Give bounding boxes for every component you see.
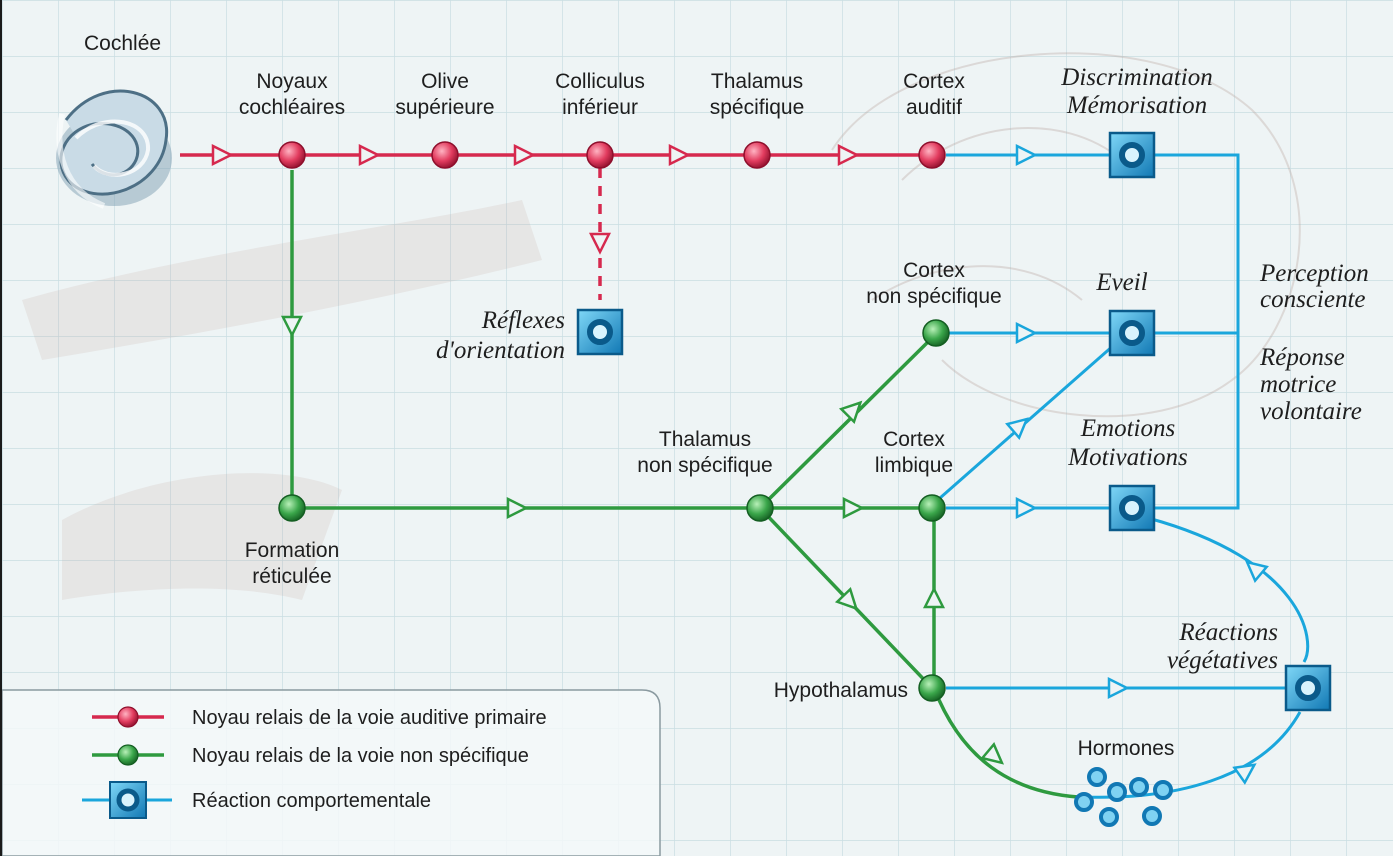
label-cortex-non-specifique-1: Cortex <box>903 259 965 282</box>
faint-background-shape <box>22 200 542 600</box>
label-perception-2: consciente <box>1260 286 1366 313</box>
label-thalamus-specifique-1: Thalamus <box>711 70 803 93</box>
label-cortex-limbique-2: limbique <box>875 454 953 477</box>
legend: Noyau relais de la voie auditive primair… <box>2 689 661 856</box>
label-formation-1: Formation <box>245 539 340 562</box>
arrow-red-4 <box>668 143 691 167</box>
label-hypothalamus: Hypothalamus <box>774 679 908 702</box>
label-olive-1: Olive <box>421 70 469 93</box>
legend-item-primary: Noyau relais de la voie auditive primair… <box>92 706 547 729</box>
relay-nodes <box>278 131 1332 712</box>
arrow-green-1 <box>280 315 304 338</box>
arrow-green-6 <box>922 586 946 609</box>
labels: Cochlée Noyaux cochléaires Olive supérie… <box>84 32 1369 760</box>
legend-primary-label: Noyau relais de la voie auditive primair… <box>192 707 547 729</box>
arrow-green-4 <box>838 400 863 425</box>
arrow-blue-curve-low <box>1232 763 1257 785</box>
node-cortex-limbique <box>918 494 946 522</box>
label-reflexes-2: d'orientation <box>436 337 565 364</box>
arrow-green-3 <box>842 496 865 520</box>
arrow-blue-3 <box>1015 496 1038 520</box>
label-reponse-2: motrice <box>1260 371 1336 398</box>
cochlea-icon <box>56 89 172 209</box>
label-vegetatives-2: végétatives <box>1167 647 1278 674</box>
node-thalamus-specifique <box>743 141 771 169</box>
node-cortex-auditif <box>918 141 946 169</box>
legend-nonspecific-label: Noyau relais de la voie non spécifique <box>192 745 529 767</box>
label-reflexes-1: Réflexes <box>481 307 565 334</box>
label-hormones: Hormones <box>1078 737 1175 760</box>
arrow-blue-4 <box>1107 676 1130 700</box>
label-colliculus-1: Colliculus <box>555 70 645 93</box>
node-colliculus <box>586 141 614 169</box>
label-reponse-1: Réponse <box>1259 344 1345 371</box>
label-noyaux-1: Noyaux <box>256 70 328 93</box>
label-formation-2: réticulée <box>252 565 331 588</box>
arrow-red-reflex <box>588 232 612 255</box>
legend-item-behavior: Réaction comportementale <box>82 781 431 819</box>
label-thalamus-specifique-2: spécifique <box>710 96 805 119</box>
label-noyaux-2: cochléaires <box>239 96 345 119</box>
arrow-blue-2 <box>1015 321 1038 345</box>
node-olive <box>431 141 459 169</box>
reaction-vegetatives <box>1284 664 1332 712</box>
label-perception-1: Perception <box>1259 260 1369 287</box>
label-colliculus-2: inférieur <box>562 96 638 119</box>
label-reponse-3: volontaire <box>1260 398 1362 425</box>
arrow-blue-curve-up <box>1244 560 1269 584</box>
label-emotions-2: Motivations <box>1067 444 1187 471</box>
label-emotions-1: Emotions <box>1080 415 1175 442</box>
label-thalamus-non-specifique-2: non spécifique <box>637 454 772 477</box>
label-thalamus-non-specifique-1: Thalamus <box>659 428 751 451</box>
legend-behavior-label: Réaction comportementale <box>192 790 431 812</box>
reaction-discrimination <box>1108 131 1156 179</box>
label-olive-2: supérieure <box>395 96 494 119</box>
node-thalamus-non-specifique <box>746 494 774 522</box>
node-formation-reticulee <box>278 494 306 522</box>
flow-arrows <box>211 143 1269 785</box>
reaction-eveil <box>1108 309 1156 357</box>
arrow-red-5 <box>837 143 860 167</box>
arrow-green-2 <box>506 496 529 520</box>
label-vegetatives-1: Réactions <box>1178 619 1278 646</box>
label-cortex-limbique-1: Cortex <box>883 428 945 451</box>
arrow-red-3 <box>513 143 536 167</box>
nonspecific-pathway <box>290 170 1079 799</box>
legend-item-nonspecific: Noyau relais de la voie non spécifique <box>92 744 529 767</box>
label-discrimination-2: Mémorisation <box>1066 92 1207 119</box>
arrow-blue-1 <box>1015 143 1038 167</box>
node-hypothalamus <box>918 674 946 702</box>
hormone-bubbles <box>1074 767 1173 827</box>
arrow-blue-diag <box>1005 417 1029 441</box>
node-cortex-non-specifique <box>922 319 950 347</box>
reaction-emotions <box>1108 484 1156 532</box>
label-cortex-auditif-2: auditif <box>906 96 962 119</box>
arrow-red-2 <box>358 143 381 167</box>
arrow-red-1 <box>211 143 234 167</box>
label-discrimination-1: Discrimination <box>1060 64 1212 91</box>
node-noyaux-cochleaires <box>278 141 306 169</box>
label-cortex-non-specifique-2: non spécifique <box>866 285 1001 308</box>
arrow-green-5 <box>834 586 859 611</box>
reaction-reflexes <box>576 308 624 356</box>
label-eveil: Eveil <box>1095 269 1147 296</box>
label-cochlea: Cochlée <box>84 32 161 55</box>
arrow-green-7 <box>980 741 1005 765</box>
label-cortex-auditif-1: Cortex <box>903 70 965 93</box>
